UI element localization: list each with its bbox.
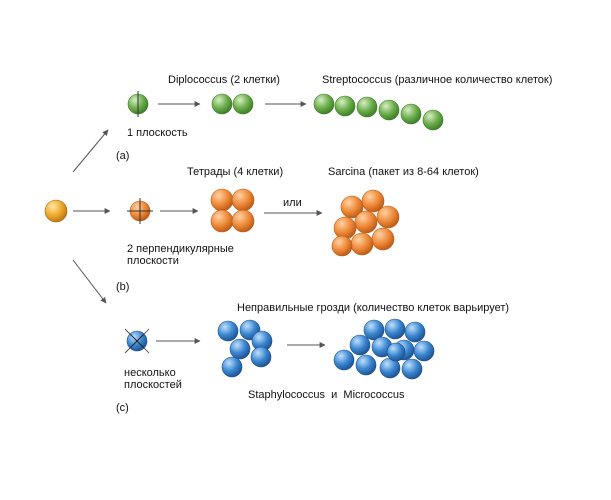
irregular-small-cluster — [217, 319, 273, 378]
tetrad-cells — [210, 188, 255, 233]
sarcina-packet — [331, 189, 400, 257]
tetrads-label: Тетрады (4 клетки) — [187, 166, 284, 178]
one-plane-label: 1 плоскость — [127, 127, 188, 139]
streptococcus-chain — [313, 93, 444, 131]
parent-coccus-cell — [44, 199, 68, 223]
irregular-large-cluster — [333, 318, 435, 380]
irregular-clusters-label: Неправильные грозди (количество клеток в… — [237, 302, 510, 314]
streptococcus-label: Streptococcus (различное количество клет… — [322, 74, 553, 86]
diplococcus-cells — [211, 93, 254, 115]
arrow-to-c — [72, 259, 107, 304]
marker-b: (b) — [116, 281, 130, 293]
single-plane-cell — [127, 91, 149, 117]
multi-plane-cell — [124, 328, 150, 354]
several-planes-label: несколько плоскостей — [124, 367, 182, 391]
diplococcus-label: Diplococcus (2 клетки) — [168, 74, 280, 86]
sarcina-label: Sarcina (пакет из 8-64 клеток) — [328, 166, 479, 178]
marker-c: (c) — [116, 402, 129, 414]
arrow-to-a — [72, 129, 109, 173]
two-plane-cell — [127, 198, 153, 224]
staphylococcus-micrococcus-label: Staphylococcus и Micrococcus — [248, 389, 405, 401]
marker-a: (a) — [116, 150, 130, 162]
two-planes-label: 2 перпендикулярные плоскости — [127, 243, 234, 267]
or-label: или — [283, 197, 302, 209]
